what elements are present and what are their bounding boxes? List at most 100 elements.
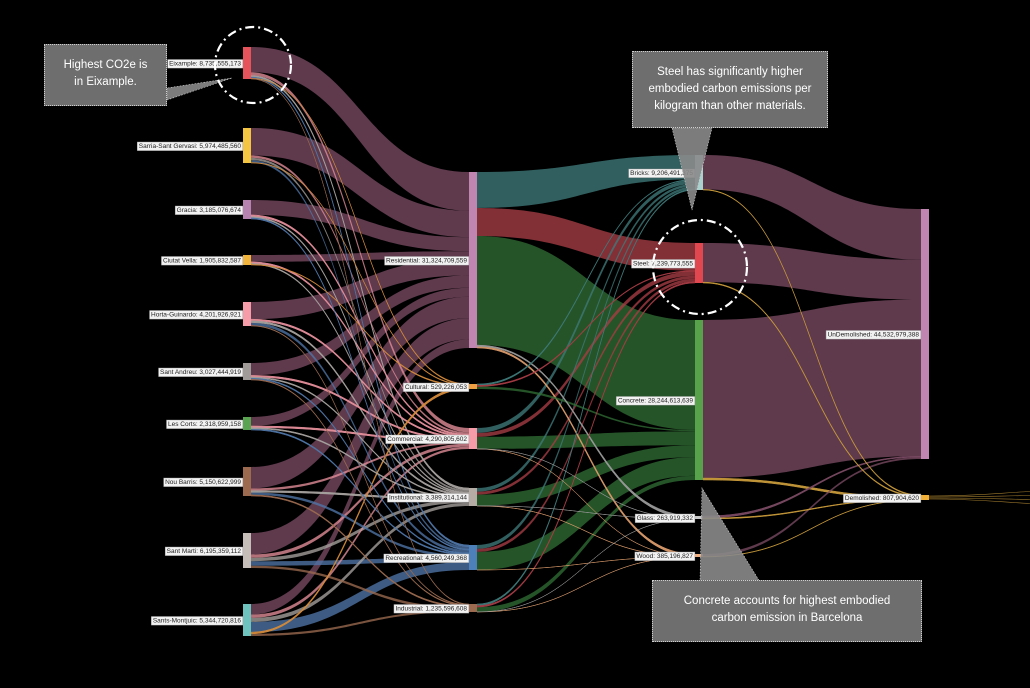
node-label-bg-undemolished — [825, 330, 922, 340]
callout-concrete-line-1: Concrete accounts for highest embodied — [683, 595, 891, 607]
node-label-commercial: Commercial: 4,290,805,602 — [387, 436, 467, 443]
callout-eixample-line-2: in Eixample. — [74, 76, 137, 88]
callout-concrete-line-2: carbon emission in Barcelona — [711, 612, 863, 624]
node-label-bg-concrete — [616, 396, 696, 406]
node-ciutat[interactable] — [243, 255, 251, 265]
link-sants-institutional — [251, 502, 469, 622]
link-recreational-bricks — [477, 186, 695, 549]
link-institutional-bricks — [477, 183, 695, 492]
node-label-recreational: Recreational: 4,560,249,368 — [385, 555, 467, 562]
node-label-bg-commercial — [385, 434, 470, 444]
node-label-ciutat: Ciutat Vella: 1,905,832,587 — [163, 257, 241, 264]
node-gracia[interactable] — [243, 200, 251, 219]
node-label-bg-marti — [164, 546, 244, 556]
callout-steel-line-1: Steel has significantly higher — [657, 66, 803, 78]
node-label-corts: Les Corts: 2,318,959,158 — [168, 421, 241, 428]
node-label-bg-gracia — [174, 205, 244, 215]
node-label-bg-corts — [166, 419, 244, 429]
node-label-bg-sarria — [137, 141, 244, 151]
node-undemolished[interactable] — [921, 209, 929, 459]
callout-steel-pointer — [671, 127, 713, 211]
callout-concrete: Concrete accounts for highest embodied c… — [652, 580, 922, 642]
link-institutional-steel — [477, 275, 695, 495]
node-horta[interactable] — [243, 302, 251, 326]
node-cultural[interactable] — [469, 384, 477, 389]
node-label-bg-wood — [634, 551, 696, 561]
node-corts[interactable] — [243, 417, 251, 430]
callout-eixample-line-1: Highest CO2e is — [63, 59, 148, 71]
link-demolished-tail-2 — [928, 497, 1030, 500]
node-steel[interactable] — [695, 243, 703, 283]
node-nou[interactable] — [243, 467, 251, 496]
highlight-ring-steel — [651, 218, 749, 316]
node-label-bg-residential — [384, 256, 470, 266]
node-label-gracia: Gracia: 3,185,076,674 — [177, 207, 242, 214]
node-eixample[interactable] — [243, 47, 251, 79]
node-label-cultural: Cultural: 529,226,053 — [405, 384, 468, 391]
link-residential-concrete — [477, 236, 695, 430]
link-residential-steel — [477, 207, 695, 271]
link-eixample-residential — [251, 47, 469, 211]
node-label-bg-institutional — [387, 493, 470, 503]
link-corts-residential — [251, 287, 469, 426]
link-gracia-residential — [251, 200, 469, 252]
node-label-eixample: Eixample: 8,735,555,173 — [169, 60, 241, 67]
callout-pointers-layer — [166, 25, 761, 583]
node-demolished[interactable] — [921, 495, 929, 500]
node-label-nou: Nou Barris: 5,150,622,999 — [165, 479, 241, 486]
node-label-andreu: Sant Andreu: 3,027,444,919 — [160, 369, 241, 376]
link-horta-residential — [251, 258, 469, 320]
node-glass[interactable] — [695, 516, 703, 519]
node-sants[interactable] — [243, 604, 251, 636]
callout-steel-line-2: embodied carbon emissions per — [648, 83, 812, 95]
node-label-sants: Sants-Montjuic: 5,344,720,816 — [153, 617, 242, 624]
node-label-bg-eixample — [167, 59, 244, 69]
node-label-bg-ciutat — [161, 256, 244, 266]
node-institutional[interactable] — [469, 488, 477, 506]
link-cultural-concrete — [477, 386, 695, 432]
node-label-bg-steel — [631, 259, 696, 269]
callout-steel-line-3: kilogram than other materials. — [654, 100, 806, 112]
callout-steel: Steel has significantly higher embodied … — [632, 51, 828, 128]
node-label-bg-demolished — [843, 493, 922, 503]
highlight-ring-eixample — [213, 25, 293, 105]
node-label-bg-glass — [634, 513, 696, 523]
node-label-concrete: Concrete: 28,244,613,639 — [618, 397, 694, 404]
node-label-undemolished: UnDemolished: 44,532,979,388 — [828, 331, 920, 338]
node-industrial[interactable] — [469, 604, 477, 612]
callout-concrete-pointer — [699, 486, 761, 583]
node-marti[interactable] — [243, 533, 251, 568]
node-label-bg-recreational — [383, 553, 470, 563]
node-commercial[interactable] — [469, 428, 477, 449]
link-demolished-tail-1 — [928, 495, 1030, 498]
link-sants-residential — [251, 339, 469, 615]
link-sants-recreational — [251, 561, 469, 633]
link-sarria-commercial — [251, 155, 469, 435]
node-concrete[interactable] — [695, 320, 703, 480]
node-label-bg-sants — [151, 616, 244, 626]
node-label-bricks: Bricks: 9,206,491,375 — [630, 170, 693, 177]
link-sarria-residential — [251, 128, 469, 238]
link-residential-bricks — [477, 155, 695, 208]
link-commercial-concrete — [477, 431, 695, 449]
node-recreational[interactable] — [469, 545, 477, 570]
node-sarria[interactable] — [243, 128, 251, 163]
link-demolished-tail-3 — [928, 498, 1030, 504]
link-steel-undemolished — [703, 243, 921, 300]
node-residential[interactable] — [469, 172, 477, 348]
link-commercial-steel — [477, 271, 695, 437]
node-label-bg-horta — [149, 310, 244, 320]
node-label-marti: Sant Marti: 6,195,359,112 — [167, 548, 242, 555]
link-commercial-bricks — [477, 179, 695, 433]
node-label-bg-nou — [163, 477, 244, 487]
node-label-sarria: Sarria-Sant Gervasi: 5,974,485,560 — [139, 143, 242, 150]
link-recreational-steel — [477, 278, 695, 552]
node-label-residential: Residential: 31,324,709,559 — [386, 257, 467, 264]
node-label-demolished: Demolished: 807,904,620 — [845, 495, 919, 502]
node-andreu[interactable] — [243, 363, 251, 380]
node-label-institutional: Institutional: 3,389,314,144 — [389, 494, 467, 501]
link-nou-residential — [251, 296, 469, 489]
node-wood[interactable] — [695, 554, 703, 557]
